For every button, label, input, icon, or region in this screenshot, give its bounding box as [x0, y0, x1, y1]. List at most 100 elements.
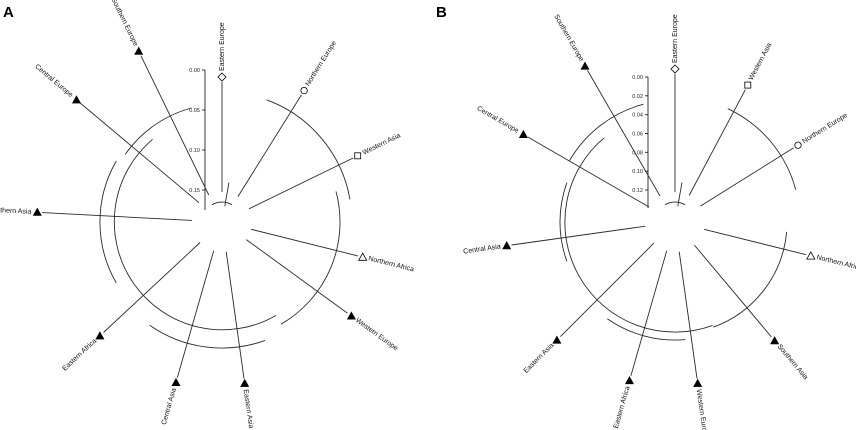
southern-europe-label: Southern Europe — [109, 0, 139, 48]
central-europe-triangle-marker — [518, 129, 528, 138]
southern-europe-label: Southern Europe — [552, 13, 585, 62]
southern-asia-label: Southern Asia — [0, 207, 32, 216]
western-asia-label: Western Asia — [748, 42, 774, 82]
northern-europe-circle-marker — [794, 141, 802, 149]
northern-africa-branch — [703, 228, 807, 256]
western-asia-square-marker — [354, 152, 362, 160]
central-asia-label: Central Asia — [463, 243, 501, 255]
leaf-southern-asia: Southern Asia — [693, 244, 809, 381]
internal-branch-arc — [99, 160, 117, 284]
western-europe-label: Western Europe — [695, 389, 709, 430]
eastern-asia-branch — [560, 242, 655, 337]
central-asia-branch — [176, 250, 215, 378]
northern-europe-circle-marker — [300, 87, 308, 95]
leaf-southern-europe: Southern Europe — [552, 13, 661, 197]
leaf-southern-europe: Southern Europe — [109, 0, 210, 196]
eastern-africa-branch — [103, 242, 201, 333]
internal-branch-arc — [713, 231, 788, 328]
internal-branch-arc — [113, 138, 277, 331]
scale-tick-label: 0.00 — [632, 75, 643, 81]
leaf-northern-africa: Northern Africa — [250, 228, 415, 274]
western-europe-branch — [246, 239, 348, 314]
central-europe-branch — [80, 102, 200, 204]
internal-branch-arc — [564, 137, 713, 333]
southern-asia-branch — [693, 244, 772, 338]
internal-branch-arc — [568, 103, 644, 162]
central-asia-label: Central Asia — [161, 387, 178, 425]
scale-tick-label: 0.15 — [189, 188, 200, 194]
scale-tick-label: 0.12 — [632, 188, 643, 194]
western-europe-branch — [678, 251, 698, 379]
central-europe-triangle-marker — [71, 95, 82, 104]
leaf-central-asia: Central Asia — [161, 250, 215, 426]
southern-asia-triangle-marker — [32, 207, 42, 216]
leaf-eastern-africa: Eastern Africa — [613, 250, 668, 429]
northern-africa-branch — [250, 228, 358, 257]
southern-europe-triangle-marker — [580, 61, 590, 70]
leaf-eastern-asia: Eastern Asia — [225, 251, 254, 429]
eastern-africa-branch — [630, 250, 668, 376]
northern-europe-branch — [700, 147, 794, 207]
eastern-africa-triangle-marker — [624, 375, 635, 385]
northern-europe-label: Northern Europe — [305, 40, 338, 88]
western-europe-triangle-marker — [693, 378, 703, 387]
internal-branch-arc — [727, 108, 797, 190]
eastern-africa-label: Eastern Africa — [61, 338, 98, 373]
leaf-central-europe: Central Europe — [33, 63, 200, 204]
leaf-eastern-africa: Eastern Africa — [61, 242, 201, 373]
leaf-northern-africa: Northern Africa — [703, 228, 856, 272]
northern-europe-branch — [237, 94, 302, 197]
central-europe-label: Central Europe — [475, 105, 519, 135]
scale-tick-label: 0.00 — [189, 68, 200, 74]
eastern-europe-label: Eastern Europe — [219, 22, 226, 71]
root-arc — [211, 201, 233, 206]
central-asia-triangle-marker — [171, 377, 181, 387]
southern-europe-branch — [587, 70, 661, 197]
leaf-central-europe: Central Europe — [475, 105, 650, 208]
northern-europe-label: Northern Europe — [801, 112, 849, 145]
eastern-asia-label: Eastern Asia — [242, 389, 254, 429]
leaf-eastern-europe: Eastern Europe — [217, 22, 227, 192]
panel-b-label: B — [436, 4, 447, 21]
panel-b-scale-bar: 0.000.020.040.060.080.100.12 — [632, 75, 649, 208]
southern-asia-triangle-marker — [770, 336, 780, 345]
scale-tick-label: 0.06 — [632, 132, 643, 138]
southern-europe-branch — [140, 55, 210, 196]
western-asia-square-marker — [744, 81, 752, 89]
central-europe-branch — [527, 136, 650, 208]
southern-europe-triangle-marker — [134, 46, 144, 55]
eastern-asia-triangle-marker — [240, 378, 250, 387]
central-asia-triangle-marker — [502, 241, 512, 250]
eastern-asia-label: Eastern Asia — [523, 342, 556, 375]
northern-africa-triangle-marker — [806, 251, 816, 260]
root-arc — [664, 201, 686, 206]
leaf-central-asia: Central Asia — [463, 225, 646, 256]
leaf-eastern-asia: Eastern Asia — [523, 242, 655, 375]
internal-branch-arc — [559, 182, 568, 262]
western-asia-label: Western Asia — [362, 132, 402, 156]
panel-a-scale-bar: 0.000.050.100.15 — [189, 68, 206, 210]
eastern-asia-branch — [225, 251, 245, 379]
western-asia-branch — [688, 89, 746, 196]
leaf-northern-europe: Northern Europe — [700, 112, 849, 207]
eastern-europe-diamond-marker — [217, 72, 227, 82]
central-europe-label: Central Europe — [33, 63, 74, 99]
leaf-western-europe: Western Europe — [678, 251, 709, 430]
southern-asia-branch — [42, 212, 193, 221]
panel-b: B 0.000.020.040.060.080.100.12 Eastern E… — [436, 4, 856, 430]
western-europe-label: Western Europe — [354, 317, 399, 352]
internal-branch-arc — [149, 324, 266, 349]
northern-africa-label: Northern Africa — [816, 254, 856, 272]
scale-tick-label: 0.08 — [632, 150, 643, 156]
eastern-africa-triangle-marker — [95, 331, 105, 340]
internal-branch-arc — [280, 191, 341, 325]
leaf-eastern-europe: Eastern Europe — [670, 14, 680, 192]
northern-africa-label: Northern Africa — [368, 255, 415, 273]
central-asia-branch — [511, 225, 646, 246]
scale-tick-label: 0.04 — [632, 113, 643, 119]
scale-tick-label: 0.10 — [632, 169, 643, 175]
